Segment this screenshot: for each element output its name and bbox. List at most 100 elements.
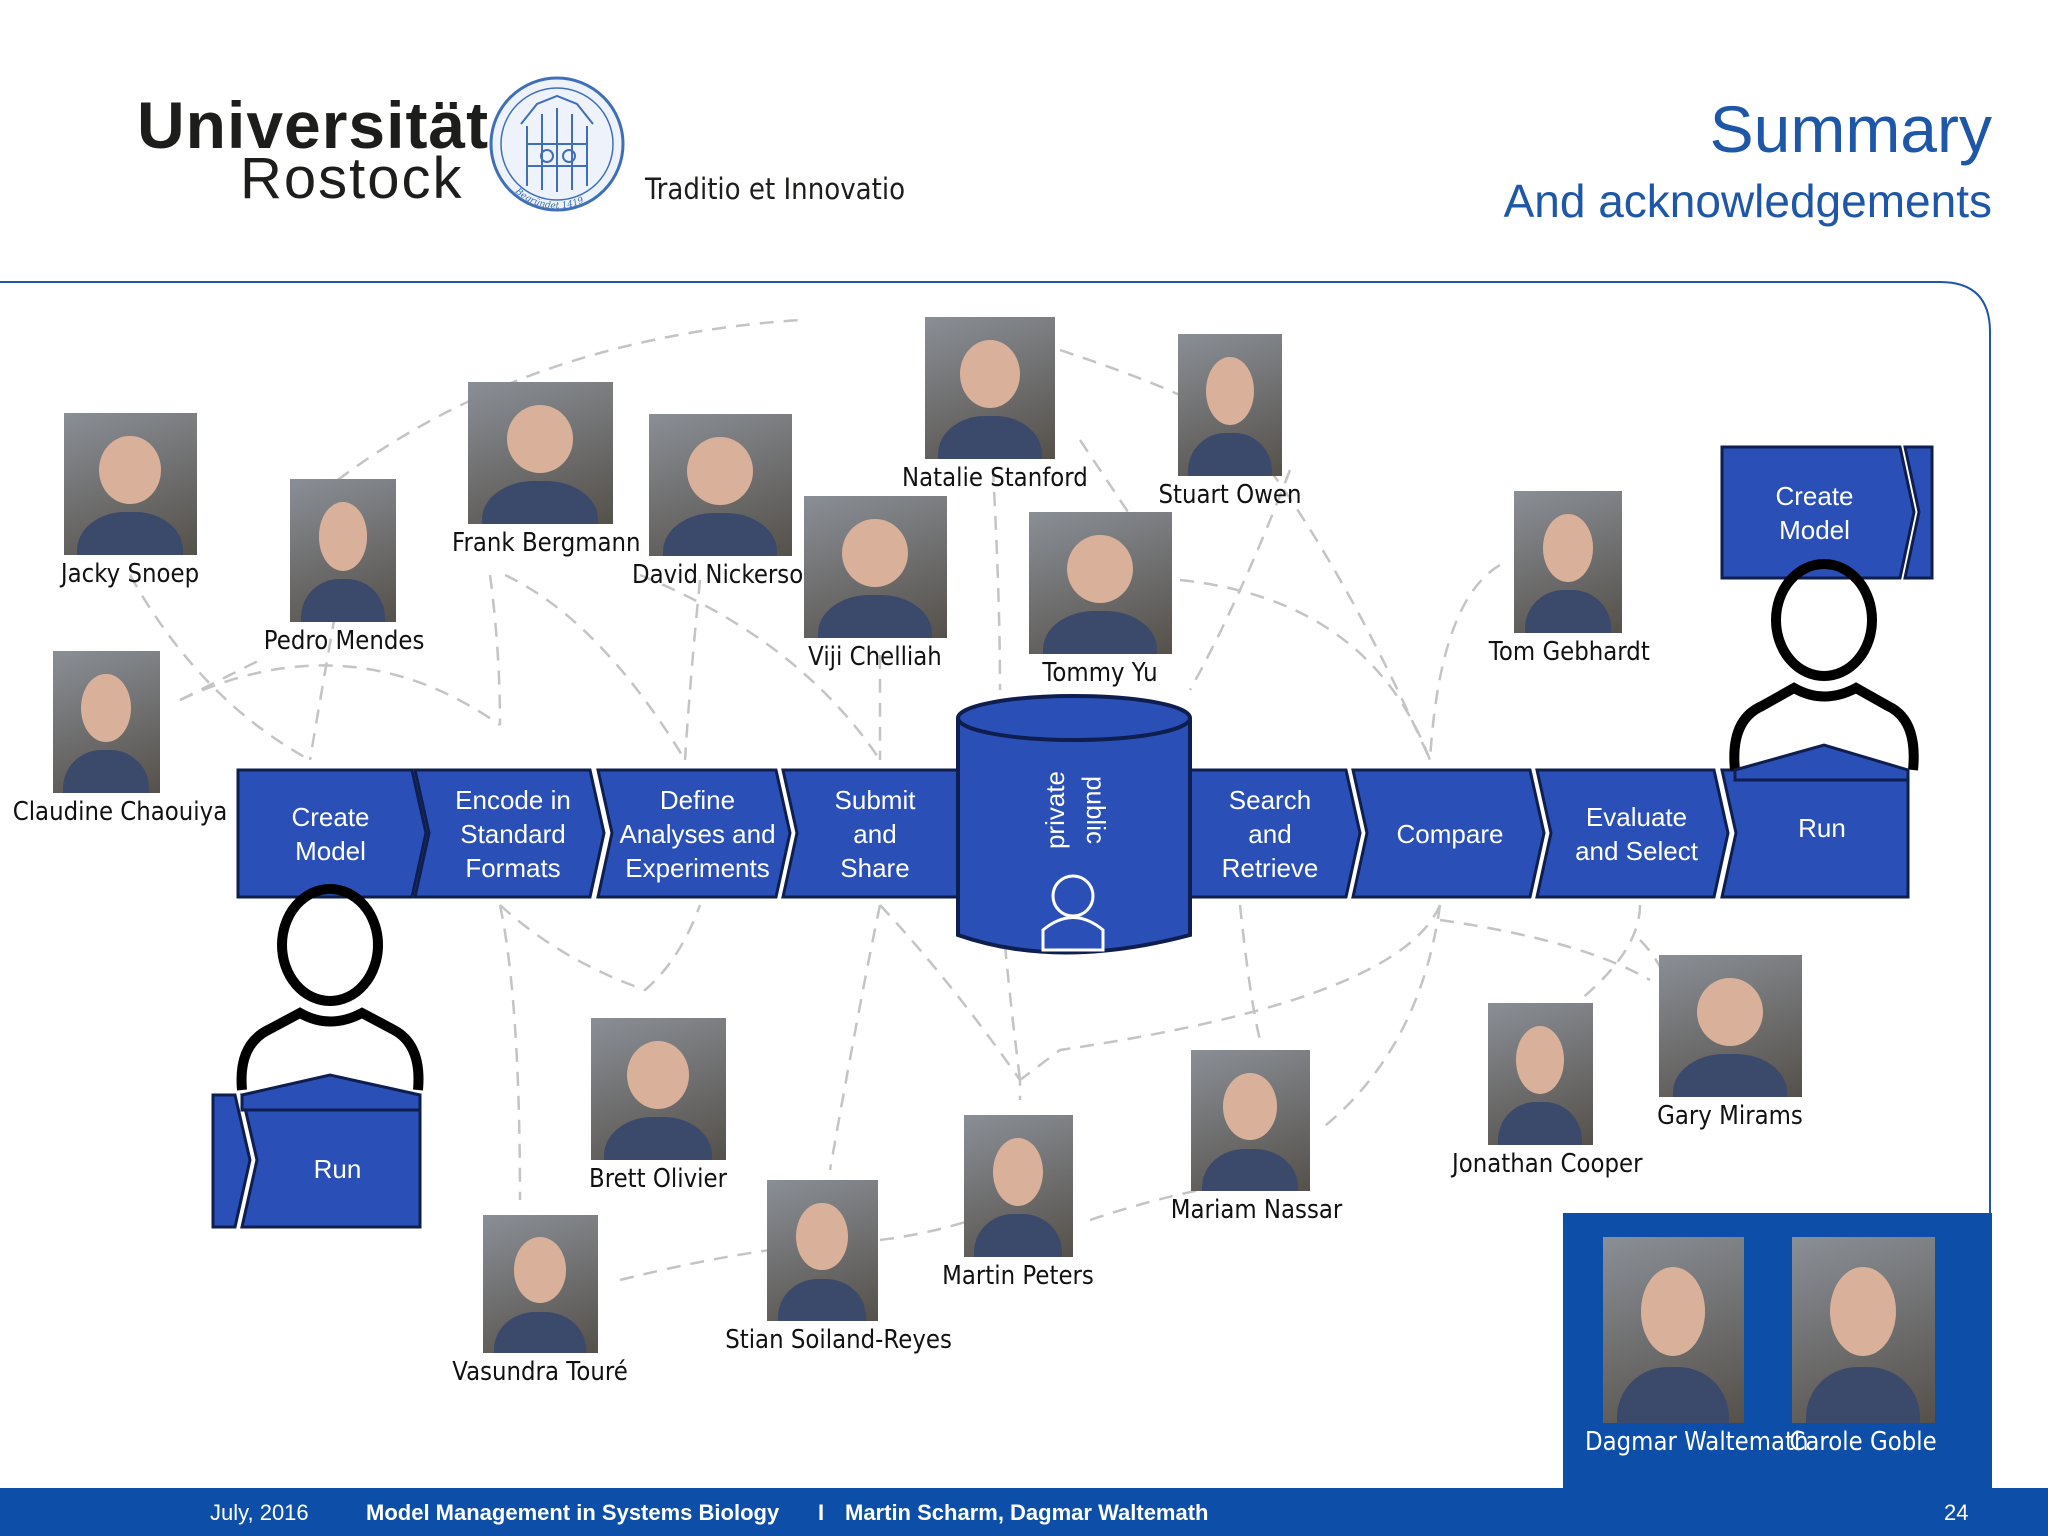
university-seal-logo: Begründet 1419: [489, 76, 625, 212]
person-card: Stuart Owen: [1140, 334, 1320, 510]
person-photo: [290, 479, 396, 622]
footer-page-number: 24: [1944, 1500, 1969, 1525]
person-name: David Nickerson: [632, 560, 818, 590]
person-name: Tom Gebhardt: [1488, 637, 1650, 667]
left-run-label: Run: [313, 1153, 362, 1184]
person-name: Martin Peters: [942, 1261, 1094, 1291]
step-run[interactable]: Run: [1736, 770, 1908, 885]
step-define-label: Define Analyses and Experiments: [619, 784, 776, 883]
person-name: Dagmar Waltemath: [1585, 1427, 1809, 1457]
left-user-run-card[interactable]: Run: [255, 1110, 420, 1227]
step-encode-shape: [413, 768, 606, 899]
step-evaluate-select[interactable]: Evaluate and Select: [1549, 770, 1724, 897]
step-submit-share[interactable]: Submit and Share: [795, 770, 955, 897]
workflow-chevrons: [211, 445, 1934, 1229]
university-name-line1: Universität: [137, 88, 490, 162]
person-card: Jonathan Cooper: [1440, 1003, 1643, 1179]
person-photo: [925, 317, 1055, 459]
person-card: Jacky Snoep: [40, 413, 220, 589]
person-photo: [1602, 1237, 1744, 1423]
right-user-icon: [1729, 559, 1919, 771]
person-card: Frank Bergmann: [440, 382, 641, 558]
repository-database: [956, 694, 1192, 955]
person-card: Natalie Stanford: [890, 317, 1090, 493]
step-search-retrieve[interactable]: Search and Retrieve: [1185, 770, 1355, 897]
step-submit-label: Submit and Share: [834, 784, 916, 883]
person-photo: [1487, 1003, 1593, 1145]
db-private-label: private: [1040, 771, 1070, 849]
content-frame-line: [0, 281, 1991, 1213]
person-card: Martin Peters: [928, 1115, 1108, 1291]
database-user-icon: [1041, 874, 1105, 952]
highlight-acknowledgement-box: Dagmar Waltemath Carole Goble: [1563, 1213, 1992, 1493]
person-photo: [467, 382, 613, 524]
person-photo: [803, 496, 947, 638]
person-card: Claudine Chaouiya: [0, 651, 228, 827]
person-photo: [1190, 1050, 1310, 1191]
person-card: Carole Goble: [1773, 1237, 1953, 1457]
person-photo: [1514, 491, 1622, 633]
person-card: Gary Mirams: [1640, 955, 1820, 1131]
person-name: Carole Goble: [1789, 1427, 1937, 1457]
slide-footer: July, 2016 Model Management in Systems B…: [0, 1488, 2048, 1536]
person-photo: [1658, 955, 1802, 1097]
person-name: Claudine Chaouiya: [12, 797, 228, 827]
left-run-tab-shape: [211, 1093, 252, 1229]
step-evaluate-shape: [1535, 768, 1730, 899]
step-evaluate-label: Evaluate and Select: [1575, 801, 1698, 866]
person-name: Stuart Owen: [1158, 480, 1302, 510]
person-name: Tommy Yu: [1042, 658, 1158, 688]
person-photo: [1028, 512, 1172, 654]
person-photo: [52, 651, 160, 793]
person-card: Viji Chelliah: [785, 496, 965, 672]
person-card: Tom Gebhardt: [1478, 491, 1658, 667]
person-card: David Nickerson: [620, 414, 820, 590]
step-create-model-label: Create Model: [291, 801, 370, 866]
step-compare-label: Compare: [1396, 818, 1504, 849]
person-card: Vasundra Touré: [440, 1215, 640, 1387]
slide-title: Summary: [1709, 92, 1992, 166]
person-card: Dagmar Waltemath: [1573, 1237, 1809, 1457]
person-name: Natalie Stanford: [902, 463, 1088, 493]
person-card: Brett Olivier: [568, 1018, 748, 1194]
right-create-card-shape: [1720, 445, 1916, 580]
step-search-label: Search and Retrieve: [1221, 784, 1319, 883]
university-motto: Traditio et Innovatio: [645, 172, 906, 206]
step-encode-label: Encode in Standard Formats: [455, 784, 571, 883]
person-name: Stian Soiland-Reyes: [725, 1325, 952, 1355]
person-card: Tommy Yu: [1010, 512, 1190, 688]
footer-authors: Martin Scharm, Dagmar Waltemath: [845, 1500, 1209, 1525]
step-encode-standard-formats[interactable]: Encode in Standard Formats: [428, 770, 598, 897]
person-name: Frank Bergmann: [452, 528, 641, 558]
footer-date: July, 2016: [210, 1500, 309, 1525]
person-card: Stian Soiland-Reyes: [712, 1180, 952, 1355]
step-define-analyses[interactable]: Define Analyses and Experiments: [610, 770, 785, 897]
person-name: Jacky Snoep: [60, 559, 200, 589]
person-photo: [482, 1215, 598, 1353]
step-compare-shape: [1351, 768, 1546, 899]
person-name: Jonathan Cooper: [1452, 1149, 1643, 1179]
left-run-card-top: [240, 1073, 422, 1112]
step-define-shape: [596, 768, 792, 899]
step-run-label: Run: [1798, 812, 1846, 843]
person-name: Mariam Nassar: [1170, 1195, 1343, 1225]
person-name: Brett Olivier: [589, 1164, 727, 1194]
right-user-create-card[interactable]: Create Model: [1722, 447, 1907, 578]
step-create-model[interactable]: Create Model: [238, 770, 423, 897]
person-photo: [63, 413, 197, 555]
person-name: Vasundra Touré: [452, 1357, 628, 1387]
person-photo: [963, 1115, 1073, 1257]
person-name: Viji Chelliah: [808, 642, 942, 672]
db-public-label: public: [1081, 776, 1111, 844]
person-photo: [648, 414, 792, 556]
step-submit-shape: [781, 768, 960, 899]
person-card: Pedro Mendes: [253, 479, 433, 656]
left-user-icon: [236, 884, 424, 1091]
person-photo: [766, 1180, 878, 1321]
footer-talk-title: Model Management in Systems Biology: [366, 1500, 780, 1525]
person-name: Pedro Mendes: [263, 626, 425, 656]
footer-separator: I: [818, 1500, 825, 1525]
person-photo: [1178, 334, 1282, 476]
step-compare[interactable]: Compare: [1365, 770, 1535, 897]
